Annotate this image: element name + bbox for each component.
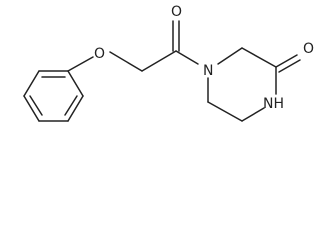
bond-ring-to-ether-o — [67, 56, 94, 72]
bond-ch2-to-ch2 — [207, 101, 243, 122]
structure-diagram: O O N O NH — [23, 4, 314, 122]
bond-nh-to-ch2 — [241, 107, 265, 122]
ring-carbonyl-oxygen-label: O — [303, 41, 314, 57]
bond-ring-2 — [67, 70, 84, 97]
ether-oxygen-label: O — [94, 46, 105, 62]
bond-ring-5 — [23, 95, 40, 122]
amine-nitrogen-label: NH — [263, 96, 284, 112]
bond-aromatic-inner-3 — [29, 95, 43, 116]
bonds — [23, 20, 301, 122]
amide-nitrogen-label: N — [203, 63, 213, 79]
bond-ring-6 — [23, 70, 40, 97]
bond-ring-co-1 — [275, 54, 298, 68]
bond-aromatic-inner-2 — [64, 95, 78, 116]
bond-ether-o-to-ch2 — [109, 51, 143, 72]
bond-ring-3 — [67, 95, 84, 122]
bond-ch2-to-carbonyl-ring — [241, 47, 277, 68]
bond-n-to-ch2-upper — [217, 47, 243, 65]
atom-labels: O O N O NH — [94, 4, 314, 112]
bond-ring-co-2 — [278, 59, 301, 73]
bond-ch2-to-carbonyl — [141, 50, 177, 72]
acyl-carbonyl-oxygen-label: O — [171, 4, 182, 20]
bond-carbonyl-to-n — [175, 50, 199, 65]
